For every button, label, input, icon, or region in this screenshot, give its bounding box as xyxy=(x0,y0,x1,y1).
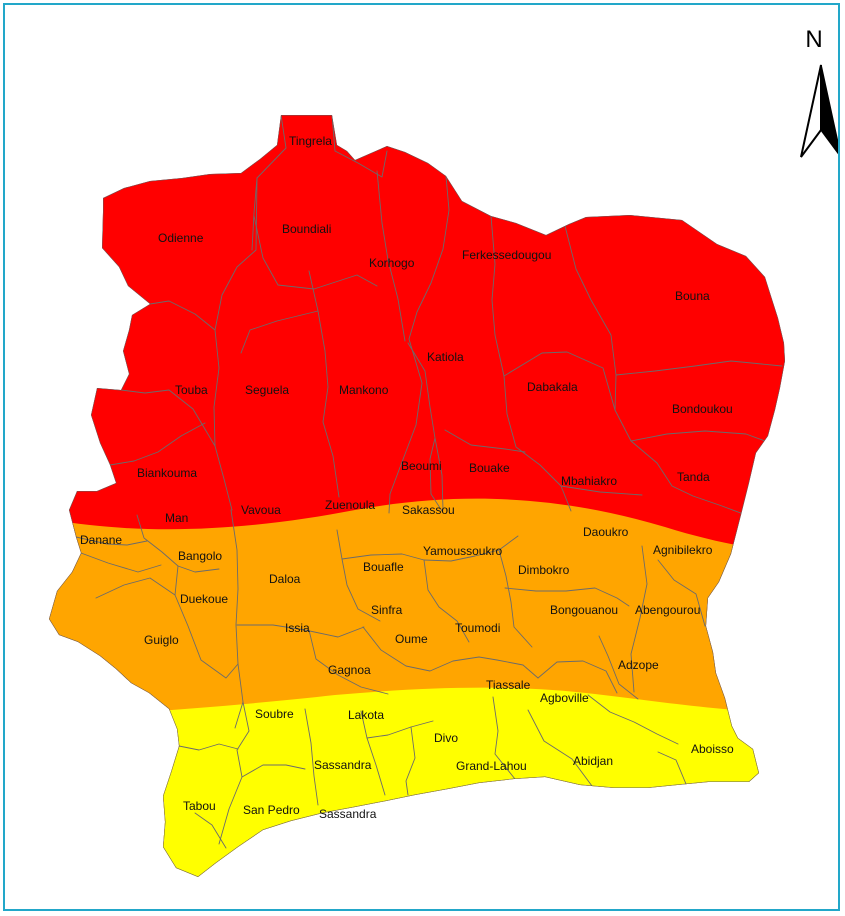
label-aboisso: Aboisso xyxy=(691,742,734,756)
north-arrow-left xyxy=(800,64,822,158)
label-tingrela: Tingrela xyxy=(289,134,332,148)
label-tabou: Tabou xyxy=(183,799,216,813)
label-lakota: Lakota xyxy=(348,708,384,722)
label-grand-lahou: Grand-Lahou xyxy=(456,759,527,773)
label-dabakala: Dabakala xyxy=(527,380,578,394)
label-agnibilekro: Agnibilekro xyxy=(653,543,713,557)
label-seguela: Seguela xyxy=(245,383,289,397)
label-sassandra-coastal: Sassandra xyxy=(319,807,377,821)
label-san-pedro: San Pedro xyxy=(243,803,300,817)
label-sassandra: Sassandra xyxy=(314,758,372,772)
label-duekoue: Duekoue xyxy=(180,592,228,606)
label-yamoussoukro: Yamoussoukro xyxy=(423,544,502,558)
label-abengourou: Abengourou xyxy=(635,603,700,617)
label-bouna: Bouna xyxy=(675,289,710,303)
label-gagnoa: Gagnoa xyxy=(328,663,371,677)
label-vavoua: Vavoua xyxy=(241,503,281,517)
label-bouake: Bouake xyxy=(469,461,510,475)
north-label: N xyxy=(805,26,822,53)
label-divo: Divo xyxy=(434,731,458,745)
place-labels: Tingrela Odienne Boundiali Korhogo Ferke… xyxy=(80,134,734,821)
map-frame: N Tingrela Odienne Boundiali Korhogo Fer… xyxy=(3,3,840,911)
country-outline xyxy=(49,115,785,877)
north-arrow: N xyxy=(800,26,838,158)
label-tiassale: Tiassale xyxy=(486,678,531,692)
label-sakassou: Sakassou xyxy=(402,503,455,517)
label-guiglo: Guiglo xyxy=(144,633,179,647)
label-abidjan: Abidjan xyxy=(573,754,613,768)
label-zuenoula: Zuenoula xyxy=(325,498,375,512)
label-boundiali: Boundiali xyxy=(282,222,331,236)
label-soubre: Soubre xyxy=(255,707,294,721)
label-touba: Touba xyxy=(175,383,208,397)
label-dimbokro: Dimbokro xyxy=(518,563,570,577)
label-tanda: Tanda xyxy=(677,470,710,484)
label-toumodi: Toumodi xyxy=(455,621,500,635)
department-boundaries xyxy=(75,115,783,849)
south-zone xyxy=(49,687,785,877)
label-daoukro: Daoukro xyxy=(583,525,629,539)
label-agboville: Agboville xyxy=(540,691,589,705)
north-arrow-right xyxy=(820,64,838,155)
label-bouafle: Bouafle xyxy=(363,560,404,574)
label-mbahiakro: Mbahiakro xyxy=(561,474,617,488)
label-ferkessedougou: Ferkessedougou xyxy=(462,248,551,262)
label-bangolo: Bangolo xyxy=(178,549,222,563)
label-katiola: Katiola xyxy=(427,350,464,364)
label-mankono: Mankono xyxy=(339,383,389,397)
label-issia: Issia xyxy=(285,621,310,635)
label-bondoukou: Bondoukou xyxy=(672,402,733,416)
label-bongouanou: Bongouanou xyxy=(550,603,618,617)
label-oume: Oume xyxy=(395,632,428,646)
label-odienne: Odienne xyxy=(158,231,204,245)
label-beoumi: Beoumi xyxy=(401,459,442,473)
label-danane: Danane xyxy=(80,533,122,547)
label-sinfra: Sinfra xyxy=(371,603,403,617)
label-adzope: Adzope xyxy=(618,658,659,672)
label-korhogo: Korhogo xyxy=(369,256,415,270)
label-man: Man xyxy=(165,511,188,525)
map-canvas: N Tingrela Odienne Boundiali Korhogo Fer… xyxy=(49,26,838,877)
label-biankouma: Biankouma xyxy=(137,466,197,480)
label-daloa: Daloa xyxy=(269,572,301,586)
